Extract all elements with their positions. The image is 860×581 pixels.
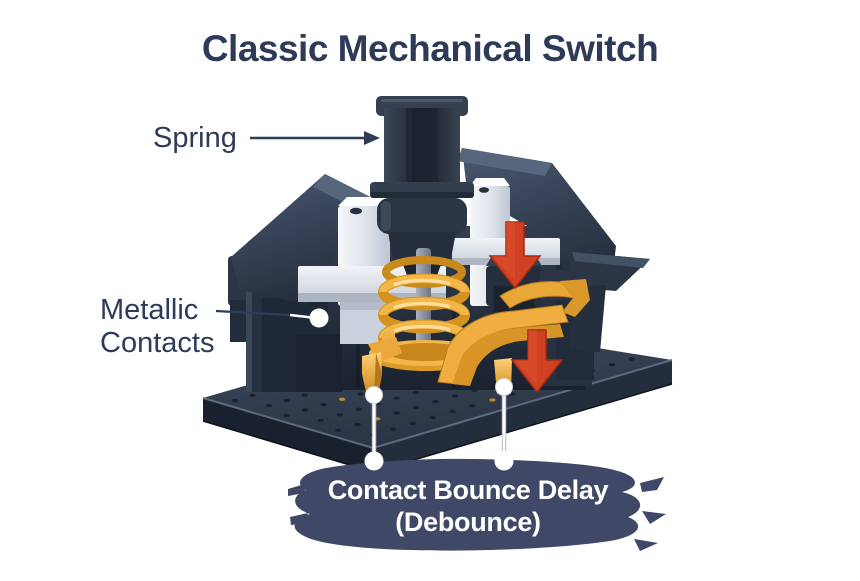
banner-label: Contact Bounce Delay (Debounce) bbox=[292, 474, 644, 538]
banner-dot-right-bottom bbox=[494, 451, 514, 471]
banner-line2: (Debounce) bbox=[395, 507, 541, 537]
red-down-arrow-icon-top bbox=[488, 221, 542, 290]
banner-dot-left-top bbox=[365, 386, 383, 404]
label-spring: Spring bbox=[153, 122, 237, 154]
contacts-connector-dot bbox=[309, 308, 329, 328]
banner-dot-right-top bbox=[495, 378, 513, 396]
spring-arrowhead-icon bbox=[364, 131, 380, 145]
slider-left bbox=[298, 197, 446, 344]
banner-blob bbox=[288, 458, 666, 551]
red-down-arrow-icon-bottom bbox=[510, 329, 564, 394]
switch-stem bbox=[370, 96, 474, 198]
label-metallic-contacts: Metallic Contacts bbox=[100, 294, 214, 360]
contacts-leader-line-dark bbox=[215, 309, 291, 317]
banner-dot-left-bottom bbox=[364, 451, 384, 471]
label-metallic-line1: Metallic bbox=[100, 294, 199, 326]
callout-connectors bbox=[215, 131, 513, 461]
label-metallic-line2: Contacts bbox=[100, 327, 215, 359]
page-title: Classic Mechanical Switch bbox=[201, 28, 659, 69]
switch-body bbox=[228, 96, 650, 396]
gold-contact-left-pin bbox=[362, 352, 382, 396]
banner-line1: Contact Bounce Delay bbox=[327, 475, 609, 505]
